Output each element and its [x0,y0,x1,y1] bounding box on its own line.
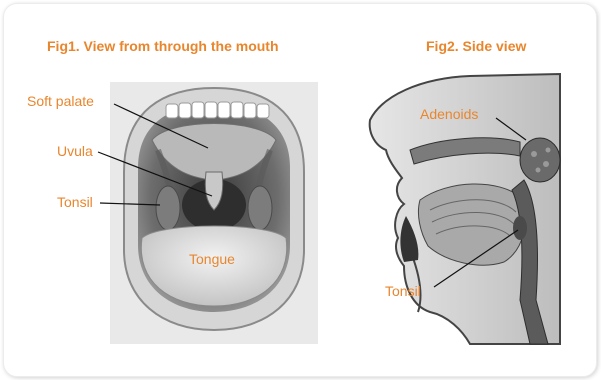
adenoids-label: Adenoids [420,106,478,122]
uvula-label: Uvula [57,143,93,159]
adenoids [520,138,560,182]
right-tonsil [248,186,272,230]
tonsil-label-fig2: Tonsil [385,283,421,299]
fig1-mouth-illustration [110,82,318,344]
tongue-label: Tongue [189,251,235,267]
tonsil-side [513,216,527,240]
soft-palate-label: Soft palate [27,93,94,109]
left-tonsil [156,186,180,230]
tonsil-label-fig1: Tonsil [57,194,93,210]
